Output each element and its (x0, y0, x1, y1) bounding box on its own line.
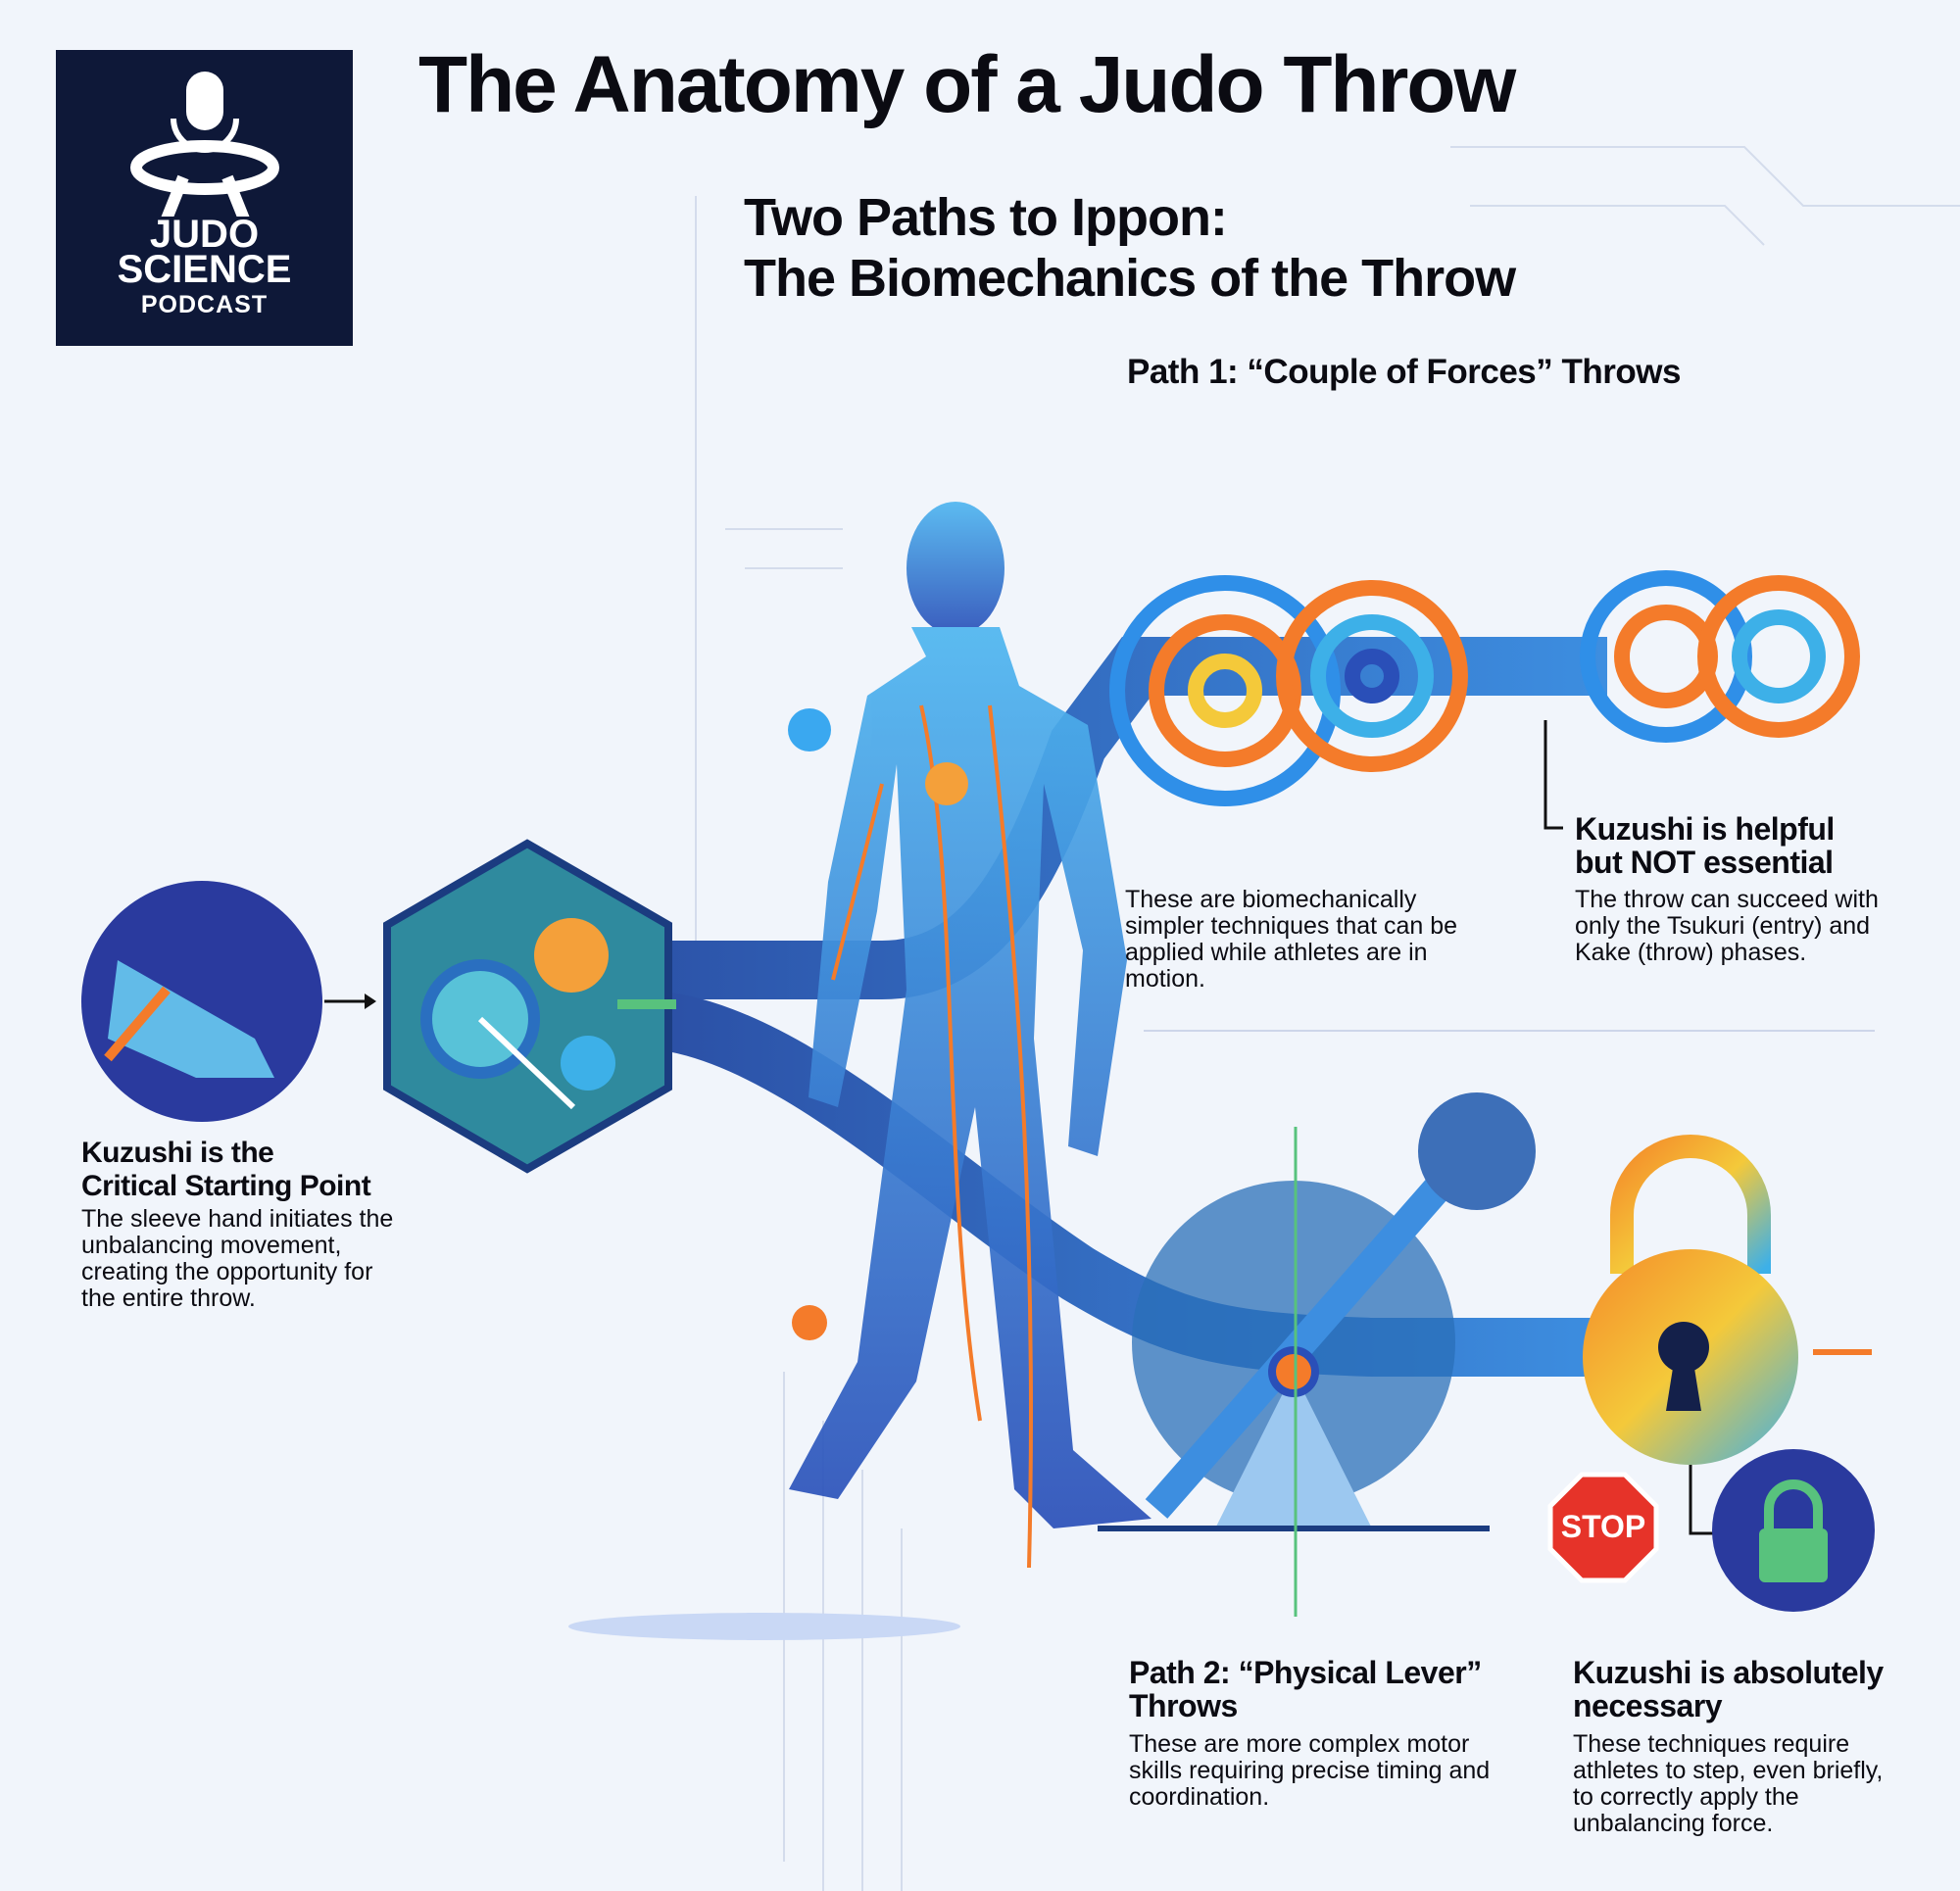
path2-description: These are more complex motor skills requ… (1129, 1730, 1491, 1811)
start-body: The sleeve hand initiates the unbalancin… (81, 1205, 394, 1312)
subtitle-line2: The Biomechanics of the Throw (744, 249, 1516, 308)
logo-line1: JUDO (149, 213, 260, 256)
stop-sign-label: STOP (1560, 1509, 1646, 1544)
path2-label: Path 2: “Physical Lever” Throws (1129, 1655, 1482, 1723)
path1-label: Path 1: “Couple of Forces” Throws (1127, 353, 1681, 391)
lever-icon (1098, 1092, 1536, 1617)
connector-line (1544, 720, 1563, 830)
small-lock-icon (1712, 1449, 1875, 1612)
start-heading: Kuzushi is the Critical Starting Point (81, 1137, 371, 1202)
subtitle: Two Paths to Ippon:The Biomechanics of t… (744, 187, 1516, 309)
subtitle-line1: Two Paths to Ippon: (744, 188, 1228, 247)
path2-note-body: These techniques require athletes to ste… (1573, 1730, 1884, 1837)
microphone-belt-icon (130, 72, 279, 217)
logo-line3: PODCAST (140, 291, 269, 318)
page-title: The Anatomy of a Judo Throw (418, 40, 1516, 129)
logo-line2: SCIENCE (117, 248, 292, 291)
joint-dot (925, 762, 968, 805)
spiral-forces-icon (1109, 570, 1860, 806)
stop-sign-icon (1547, 1472, 1659, 1583)
path1-note-body: The throw can succeed with only the Tsuk… (1575, 886, 1879, 966)
path1-description: These are biomechanically simpler techni… (1125, 886, 1458, 993)
padlock-icon (1583, 1135, 1872, 1465)
human-figure (789, 502, 1152, 1528)
hand-icon-circle (81, 881, 322, 1122)
path1-note-heading: Kuzushi is helpful but NOT essential (1575, 811, 1835, 880)
gears-hexagon-icon (383, 839, 676, 1174)
path2-note-heading: Kuzushi is absolutely necessary (1573, 1655, 1884, 1723)
